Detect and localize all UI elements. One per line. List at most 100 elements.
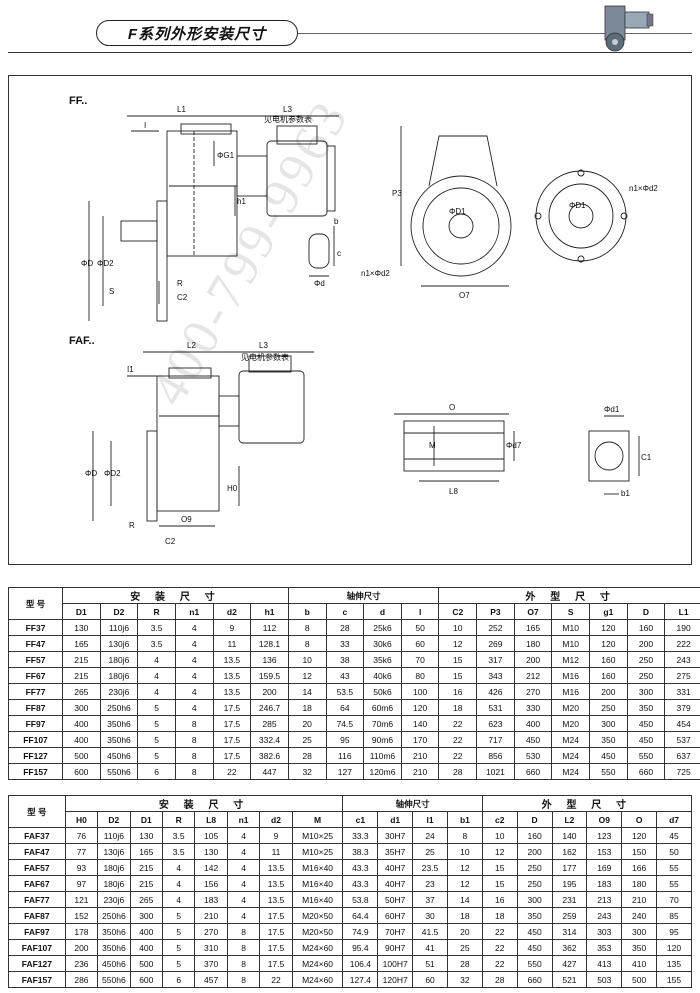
faf-table-cell: 60H7 (377, 907, 414, 924)
ff-table-cell: 4 (174, 635, 214, 652)
ff-table-cell: M16 (551, 667, 591, 684)
faf-table-cell: 64.4 (342, 907, 379, 924)
ff-table-cell: 165 (62, 635, 101, 652)
faf-table-cell: 215 (129, 875, 164, 892)
faf-table-cell: 40H7 (377, 875, 414, 892)
faf-table-cell: 600 (129, 971, 164, 988)
ff-model-cell: FF67 (8, 667, 63, 684)
faf-table-cell: M10×25 (291, 827, 344, 844)
dim-c1: C1 (641, 453, 652, 462)
ff-col-header: d2 (212, 603, 252, 620)
faf-col-header: d2 (259, 811, 293, 828)
ff-table-cell: 350h6 (99, 731, 139, 748)
faf-table-cell: 521 (551, 971, 588, 988)
ff-table-cell: 33 (325, 635, 365, 652)
ff-table-cell: M24 (551, 747, 591, 764)
ff-model-cell: FF127 (8, 747, 63, 764)
faf-table-cell: 350h6 (97, 923, 131, 940)
faf-table-cell: 3.5 (161, 827, 196, 844)
ff-table-cell: 43 (325, 667, 365, 684)
faf-table-cell: 162 (551, 843, 588, 860)
ff-table-cell: 222 (664, 635, 700, 652)
ff-table-cell: 331 (664, 683, 700, 700)
dim-c: c (337, 249, 341, 258)
faf-table-cell: 74.9 (342, 923, 379, 940)
ff-model-cell: FF157 (8, 763, 63, 780)
faf-col-header: c2 (481, 811, 518, 828)
faf-table-cell: 210 (621, 891, 658, 908)
ff-table-cell: 160 (589, 651, 628, 668)
faf-table-cell: M10×25 (291, 843, 344, 860)
ff-table-cell: 60m6 (363, 699, 402, 716)
faf-col-header: L2 (551, 811, 588, 828)
faf-table-cell: 314 (551, 923, 588, 940)
ff-table-cell: 112 (250, 619, 289, 636)
faf-table-cell: 210 (194, 907, 228, 924)
ff-table-cell: 180 (513, 635, 553, 652)
faf-table-cell: 183 (586, 875, 623, 892)
ff-table-cell: 300 (62, 699, 101, 716)
dimension-drawing: FF.. FAF.. 见电机参数表 见电机参数表 L1 L3 I ΦG1 h1 … (8, 75, 692, 565)
ff-table-cell: 5 (137, 715, 176, 732)
ff-table-cell: 4 (174, 651, 214, 668)
dim-faf-r: R (129, 521, 135, 530)
ff-table-cell: 18 (438, 699, 478, 716)
ff-table-cell: 25 (287, 731, 327, 748)
faf-model-cell: FAF127 (8, 955, 66, 972)
dim-d1-b: ΦD1 (569, 201, 586, 210)
ff-table-cell: 200 (626, 635, 666, 652)
faf-table-cell: 10 (446, 843, 483, 860)
dim-l8: L8 (449, 487, 458, 496)
faf-table-cell: 120H7 (377, 971, 414, 988)
faf-table-cell: 17.5 (259, 907, 293, 924)
ff-table-cell: 450 (589, 747, 628, 764)
ff-table-cell: 50 (400, 619, 440, 636)
faf-table-cell: 310 (194, 939, 228, 956)
dim-c2: C2 (177, 293, 188, 302)
dim-n1-d2-a: n1×Φd2 (361, 269, 390, 278)
faf-table-cell: 183 (194, 891, 228, 908)
ff-table-cell: 160 (626, 619, 666, 636)
faf-table-cell: 450h6 (97, 955, 131, 972)
ff-table-cell: 300 (589, 715, 628, 732)
faf-table-cell: 300 (621, 923, 658, 940)
ff-table-cell: 15 (438, 651, 478, 668)
dim-o9: O9 (181, 515, 192, 524)
faf-table-cell: 130 (129, 827, 164, 844)
ff-col-header: C2 (438, 603, 478, 620)
ff-table-cell: 350h6 (99, 715, 139, 732)
ff-col-header: D (626, 603, 666, 620)
dim-b: b (334, 217, 339, 226)
faf-table-cell: 25 (412, 843, 448, 860)
faf-table-cell: 77 (64, 843, 99, 860)
ff-table-cell: 38 (325, 651, 365, 668)
ff-table-cell: 95 (325, 731, 365, 748)
ff-table-cell: 128.1 (250, 635, 289, 652)
faf-table-cell: 5 (161, 939, 196, 956)
ff-table-cell: 200 (250, 683, 289, 700)
ff-table-cell: 15 (438, 667, 478, 684)
faf-table-cell: 300 (516, 891, 553, 908)
ff-table-cell: 64 (325, 699, 365, 716)
faf-table-cell: 165 (129, 843, 164, 860)
ff-table-cell: 1021 (476, 763, 515, 780)
faf-table-cell: M16×40 (291, 875, 344, 892)
faf-install-header: 安 装 尺 寸 (64, 795, 344, 812)
faf-table-cell: 33.3 (342, 827, 379, 844)
ff-col-header: P3 (476, 603, 515, 620)
ff-table-cell: 10 (287, 651, 327, 668)
ff-table-cell: 30k6 (363, 635, 402, 652)
ff-table-cell: 531 (476, 699, 515, 716)
faf-table-cell: 43.3 (342, 875, 379, 892)
ff-table-cell: 200 (513, 651, 553, 668)
faf-table-cell: 95.4 (342, 939, 379, 956)
faf-table-cell: 195 (551, 875, 588, 892)
ff-table-cell: 17.5 (212, 715, 252, 732)
